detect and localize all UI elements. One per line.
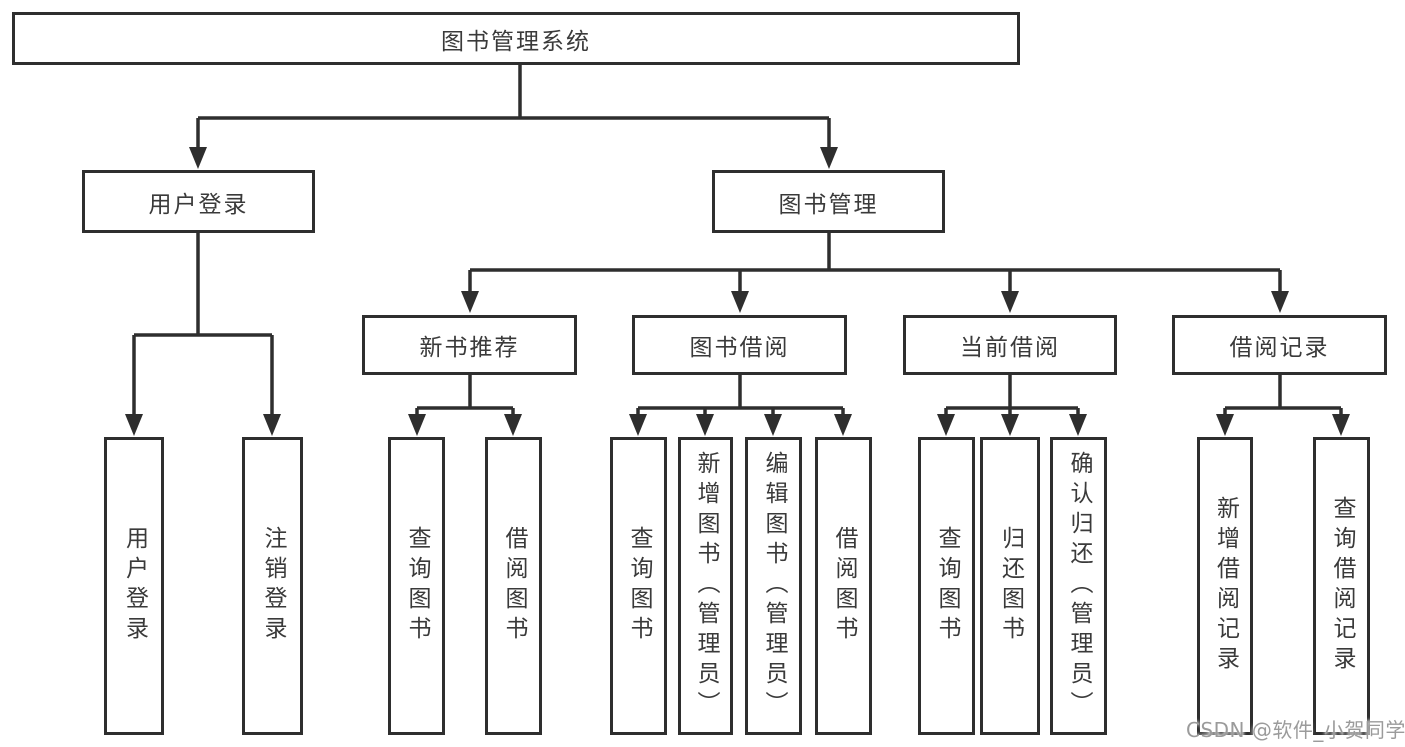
leaf-add-borrow-record-label: 新增借阅记录 <box>1212 496 1239 676</box>
arrowheads <box>125 147 1350 436</box>
csdn-watermark: CSDN @软件_小贺同学 <box>1186 718 1405 742</box>
leaf-query-books-recommend-label: 查询图书 <box>404 526 430 646</box>
node-root: 图书管理系统 <box>12 12 1020 65</box>
leaf-logout-label: 注销登录 <box>260 526 286 646</box>
leaf-return-books-label: 归还图书 <box>997 526 1024 646</box>
leaf-query-borrow-record-label: 查询借阅记录 <box>1329 496 1355 676</box>
leaf-query-books-current: 查询图书 <box>918 437 975 735</box>
leaf-borrow-books-recommend: 借阅图书 <box>485 437 542 735</box>
node-borrowing-records-label: 借阅记录 <box>1229 335 1330 361</box>
node-book-management: 图书管理 <box>712 170 945 233</box>
leaf-add-book-admin: 新增图书（管理员） <box>678 437 733 735</box>
leaf-add-borrow-record: 新增借阅记录 <box>1197 437 1253 735</box>
node-root-label: 图书管理系统 <box>441 28 591 55</box>
leaf-user-login-label: 用户登录 <box>121 526 148 646</box>
node-current-borrowing: 当前借阅 <box>903 315 1117 375</box>
node-user-login-label: 用户登录 <box>148 191 249 218</box>
leaf-query-books-recommend: 查询图书 <box>388 437 445 735</box>
leaf-borrow-books-borrowing-label: 借阅图书 <box>831 526 857 646</box>
leaf-user-login: 用户登录 <box>104 437 164 735</box>
node-book-management-label: 图书管理 <box>778 191 879 218</box>
leaf-confirm-return-admin-label: 确认归还（管理员） <box>1066 451 1092 721</box>
leaf-query-books-borrowing-label: 查询图书 <box>626 526 652 646</box>
leaf-query-books-borrowing: 查询图书 <box>610 437 667 735</box>
leaf-query-borrow-record: 查询借阅记录 <box>1313 437 1370 735</box>
leaf-edit-book-admin-label: 编辑图书（管理员） <box>761 451 787 721</box>
node-user-login: 用户登录 <box>82 170 315 233</box>
node-new-book-recommend-label: 新书推荐 <box>419 335 520 361</box>
leaf-borrow-books-borrowing: 借阅图书 <box>815 437 872 735</box>
leaf-add-book-admin-label: 新增图书（管理员） <box>693 451 719 721</box>
leaf-edit-book-admin: 编辑图书（管理员） <box>745 437 802 735</box>
node-book-borrowing: 图书借阅 <box>632 315 847 375</box>
leaf-borrow-books-recommend-label: 借阅图书 <box>501 526 527 646</box>
node-book-borrowing-label: 图书借阅 <box>689 335 790 361</box>
leaf-confirm-return-admin: 确认归还（管理员） <box>1050 437 1107 735</box>
leaf-return-books: 归还图书 <box>980 437 1040 735</box>
leaf-logout: 注销登录 <box>242 437 303 735</box>
leaf-query-books-current-label: 查询图书 <box>934 526 960 646</box>
node-borrowing-records: 借阅记录 <box>1172 315 1387 375</box>
node-current-borrowing-label: 当前借阅 <box>960 335 1060 361</box>
node-new-book-recommend: 新书推荐 <box>362 315 577 375</box>
